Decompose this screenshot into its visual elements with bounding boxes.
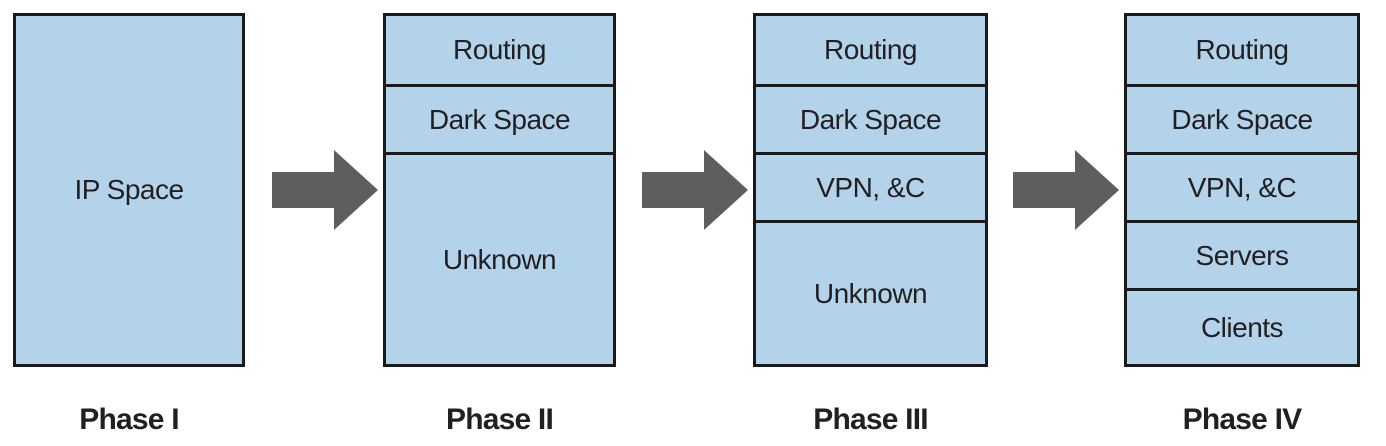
segment-ip-space: IP Space: [16, 16, 242, 364]
segment-dark-space: Dark Space: [386, 84, 613, 152]
phase-1-stack: IP Space: [13, 13, 245, 367]
segment-label: Clients: [1200, 311, 1284, 343]
segment-routing: Routing: [1127, 16, 1357, 84]
segment-unknown: Unknown: [756, 220, 985, 364]
segment-label: Unknown: [442, 243, 557, 275]
segment-label: VPN, &C: [1187, 171, 1297, 203]
segment-label: Servers: [1195, 239, 1289, 271]
segment-dark-space: Dark Space: [1127, 84, 1357, 152]
phase-1-label: Phase I: [79, 403, 179, 436]
segment-label: Routing: [1195, 34, 1289, 65]
phase-3-label: Phase III: [813, 403, 928, 436]
segment-unknown: Unknown: [386, 152, 613, 364]
segment-vpn: VPN, &C: [1127, 152, 1357, 220]
phase-2-stack: Routing Dark Space Unknown: [383, 13, 616, 367]
arrow-right-icon: [1013, 150, 1119, 230]
segment-routing: Routing: [386, 16, 613, 84]
segment-dark-space: Dark Space: [756, 84, 985, 152]
segment-label: Unknown: [813, 277, 928, 309]
segment-label: Dark Space: [799, 103, 942, 135]
phase-3-stack: Routing Dark Space VPN, &C Unknown: [753, 13, 988, 367]
phase-4-label: Phase IV: [1182, 403, 1302, 436]
arrow-right-icon: [642, 150, 748, 230]
segment-vpn: VPN, &C: [756, 152, 985, 220]
segment-clients: Clients: [1127, 288, 1357, 364]
segment-routing: Routing: [756, 16, 985, 84]
segment-label: Dark Space: [1171, 103, 1313, 135]
segment-label: Routing: [452, 34, 547, 65]
segment-label: VPN, &C: [816, 171, 925, 203]
segment-label: Dark Space: [428, 103, 571, 135]
segment-label: IP Space: [74, 174, 184, 205]
arrow-right-icon: [272, 150, 378, 230]
segment-label: Routing: [823, 34, 918, 65]
segment-servers: Servers: [1127, 220, 1357, 288]
phase-4-stack: Routing Dark Space VPN, &C Servers Clien…: [1124, 13, 1360, 367]
phase-2-label: Phase II: [446, 403, 554, 436]
